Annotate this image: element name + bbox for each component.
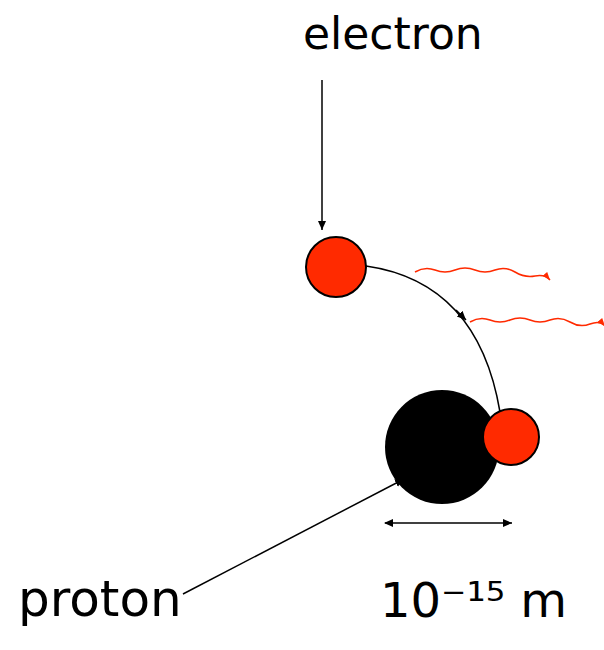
electron-circle (483, 409, 539, 465)
particle-label: proton (18, 572, 182, 627)
proton-circle (385, 390, 499, 504)
particle-label: electron (303, 10, 483, 58)
leader-arrow (183, 479, 404, 594)
radiation-wave (415, 268, 550, 280)
leader-arrow (321, 80, 323, 230)
dimension-label: 10⁻¹⁵ m (380, 574, 567, 627)
spiral-path (366, 266, 500, 412)
dimension-arrow (385, 522, 512, 524)
radiation-wave (470, 318, 604, 326)
electron-circle (306, 237, 366, 297)
direction-arrow (456, 310, 466, 320)
